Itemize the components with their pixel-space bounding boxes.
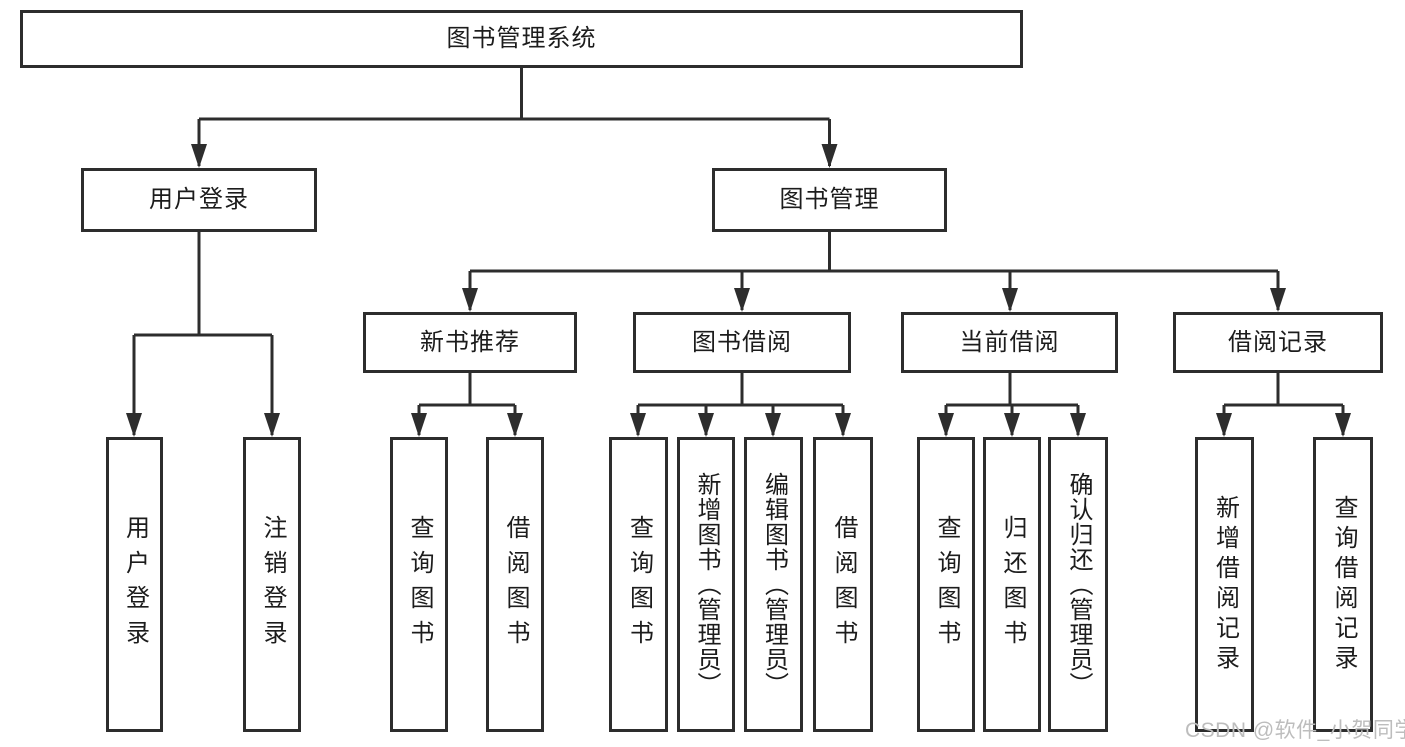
leaf-user-login: 用户登录: [106, 437, 163, 732]
arrowhead: [1070, 413, 1086, 437]
watermark-text: CSDN @软件_小贺同学: [1185, 719, 1405, 742]
arrowhead: [1270, 288, 1286, 312]
arrowhead: [1002, 288, 1018, 312]
arrowhead: [630, 413, 646, 437]
node-borrow-records: 借阅记录: [1173, 312, 1383, 373]
leaf-edit-book-admin: 编辑图书（管理员）: [744, 437, 803, 732]
edge-lines: [132, 68, 1345, 435]
leaf-query-book-3: 查询图书: [917, 437, 975, 732]
arrowhead: [938, 413, 954, 437]
leaf-query-book-1: 查询图书: [390, 437, 448, 732]
arrowhead: [507, 413, 523, 437]
leaf-logout: 注销登录: [243, 437, 301, 732]
node-root: 图书管理系统: [20, 10, 1023, 68]
arrowhead: [411, 413, 427, 437]
node-book-borrow: 图书借阅: [633, 312, 851, 373]
leaf-query-book-2: 查询图书: [609, 437, 668, 732]
arrowhead: [1004, 413, 1020, 437]
arrowhead: [821, 144, 838, 168]
arrowhead: [835, 413, 851, 437]
leaf-add-book-admin: 新增图书（管理员）: [677, 437, 735, 732]
arrowhead: [1216, 413, 1232, 437]
arrowhead: [734, 288, 750, 312]
leaf-return-book: 归还图书: [983, 437, 1041, 732]
arrowhead: [191, 144, 207, 168]
node-new-book-recommend: 新书推荐: [363, 312, 577, 373]
leaf-borrow-book-1: 借阅图书: [486, 437, 544, 732]
arrowhead: [698, 413, 714, 437]
node-current-borrow: 当前借阅: [901, 312, 1118, 373]
arrowhead: [126, 413, 142, 437]
node-user-login: 用户登录: [81, 168, 317, 232]
arrowheads: [126, 144, 1351, 437]
leaf-borrow-book-2: 借阅图书: [813, 437, 873, 732]
leaf-confirm-return-admin: 确认归还（管理员）: [1048, 437, 1108, 732]
leaf-add-borrow-record: 新增借阅记录: [1195, 437, 1254, 732]
node-book-management: 图书管理: [712, 168, 947, 232]
arrowhead: [765, 413, 781, 437]
arrowhead: [264, 413, 280, 437]
arrowhead: [1335, 413, 1351, 437]
leaf-query-borrow-record: 查询借阅记录: [1313, 437, 1373, 732]
arrowhead: [462, 288, 478, 312]
